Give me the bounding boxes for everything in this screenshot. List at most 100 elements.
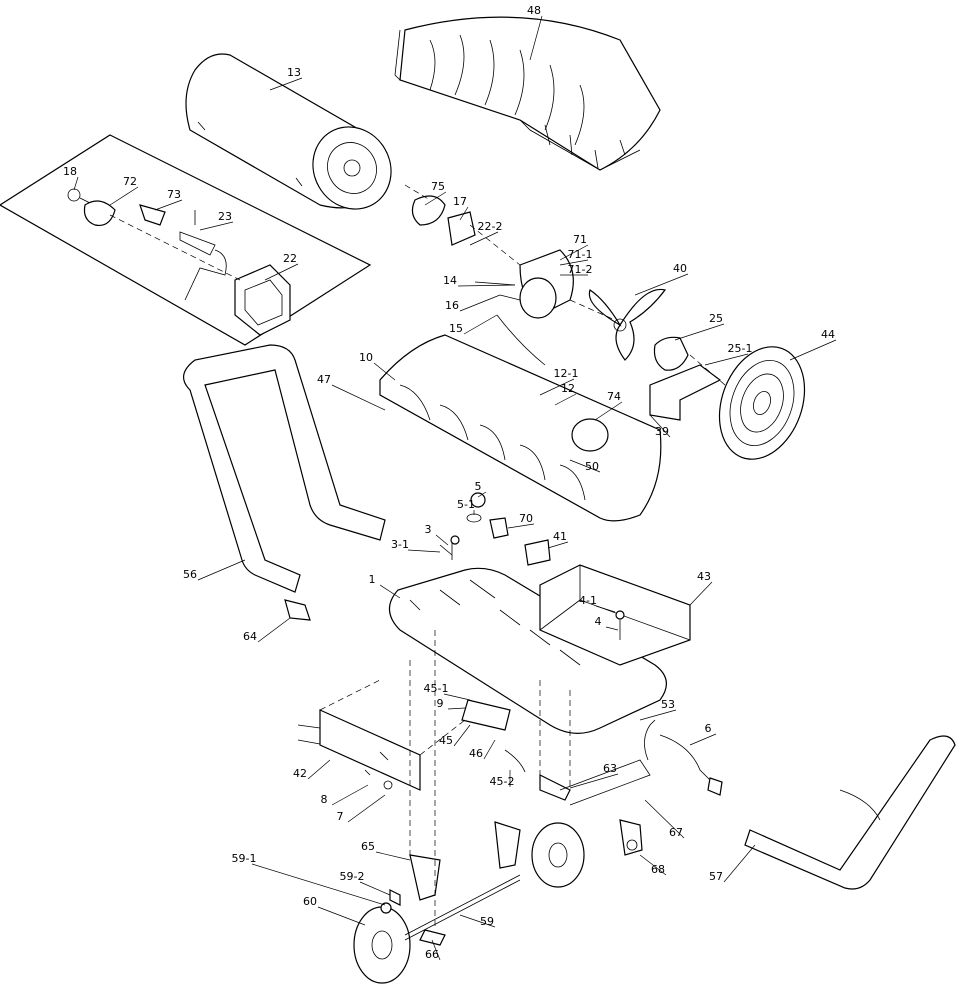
callout-leader (559, 259, 589, 266)
callout-label: 25 (709, 312, 723, 325)
callout-label: 56 (183, 568, 197, 581)
callout-leader (477, 491, 487, 498)
callout-leader (559, 244, 589, 261)
callout-leader (649, 414, 671, 438)
callout-leader (674, 323, 725, 341)
callout-leader (634, 273, 689, 296)
callout-leader (459, 914, 496, 928)
callout-label: 59-2 (340, 870, 365, 883)
callout-label: 12 (561, 382, 575, 395)
callout-leader (457, 284, 516, 287)
callout-label: 57 (709, 870, 723, 883)
top-cover-part (394, 16, 661, 171)
callout-label: 22-2 (478, 220, 503, 233)
callout-leader (483, 739, 496, 760)
callout-label: 44 (821, 328, 835, 341)
callout-label: 59 (480, 915, 494, 928)
callout-label: 7 (337, 810, 344, 823)
callout-label: 65 (361, 840, 375, 853)
callout-label: 9 (437, 697, 444, 710)
callout-label: 17 (453, 195, 467, 208)
callout-leader (199, 221, 234, 231)
callout-label: 46 (469, 747, 483, 760)
callout-label: 48 (527, 4, 541, 17)
callout-label: 13 (287, 66, 301, 79)
callout-label: 5 (475, 480, 482, 493)
callout-leader (639, 854, 667, 876)
callout-label: 3 (425, 523, 432, 536)
callout-leader (109, 186, 139, 206)
callout-label: 14 (443, 274, 457, 287)
callout-label: 1 (369, 573, 376, 586)
callout-leader (154, 199, 183, 211)
callout-leader (347, 794, 386, 823)
callout-leader (73, 176, 79, 191)
callout-label: 8 (321, 793, 328, 806)
callout-leader (605, 626, 619, 631)
callout-label: 45-1 (424, 682, 449, 695)
callout-leader (569, 773, 619, 789)
fan-assembly-parts (404, 184, 806, 460)
callout-leader (424, 191, 447, 206)
lower-housing-part (379, 334, 662, 522)
callout-label: 45-2 (490, 775, 515, 788)
combustion-chamber-part (185, 53, 392, 210)
callout-label: 6 (705, 722, 712, 735)
callout-label: 71-1 (568, 248, 593, 261)
callout-label: 74 (607, 390, 621, 403)
callout-label: 18 (63, 165, 77, 178)
callout-leader (569, 459, 601, 473)
callout-leader (689, 581, 713, 606)
callout-leader (435, 534, 449, 546)
callout-leader (459, 206, 469, 221)
callout-leader (407, 549, 441, 553)
callout-label: 68 (651, 863, 665, 876)
callout-label: 15 (449, 322, 463, 335)
callout-leader (539, 378, 575, 396)
callout-leader (547, 541, 569, 549)
callout-label: 59-1 (232, 852, 257, 865)
callout-label: 53 (661, 698, 675, 711)
callout-leader (594, 401, 623, 421)
callout-label: 41 (553, 530, 567, 543)
callout-label: 43 (697, 570, 711, 583)
callout-label: 73 (167, 188, 181, 201)
callout-label: 72 (123, 175, 137, 188)
small-hardware-parts (439, 492, 625, 773)
callout-leader (331, 384, 386, 411)
callout-leader (689, 733, 717, 746)
callout-leader (443, 693, 471, 701)
callout-leader (269, 77, 303, 91)
callout-leader (453, 724, 471, 747)
callout-leader (789, 339, 837, 361)
callout-leader (469, 231, 499, 246)
base-tray-part (388, 564, 691, 734)
callout-label: 71-2 (568, 263, 593, 276)
callout-leader (373, 362, 396, 381)
callout-label: 22 (283, 252, 297, 265)
callout-label: 64 (243, 630, 257, 643)
control-box-panel (0, 134, 372, 346)
callout-label: 45 (439, 734, 453, 747)
callout-leader (317, 906, 366, 926)
callout-leader (307, 759, 331, 780)
callout-leader (431, 939, 441, 961)
callout-leader (644, 799, 685, 839)
callout-leader (331, 784, 369, 806)
callout-leader (463, 314, 498, 335)
callout-label: 70 (519, 512, 533, 525)
callout-label: 71 (573, 233, 587, 246)
callout-leader (251, 863, 386, 906)
callout-label: 4 (595, 615, 602, 628)
cart-and-wheels-parts (353, 630, 956, 984)
callout-label: 50 (585, 460, 599, 473)
callout-leader (197, 559, 246, 581)
callout-label: 16 (445, 299, 459, 312)
callout-label: 66 (425, 948, 439, 961)
callout-label: 10 (359, 351, 373, 364)
handle-left-part (183, 344, 386, 621)
callout-label: 23 (218, 210, 232, 223)
callout-label: 4-1 (579, 594, 597, 607)
bracket-part (297, 679, 466, 791)
